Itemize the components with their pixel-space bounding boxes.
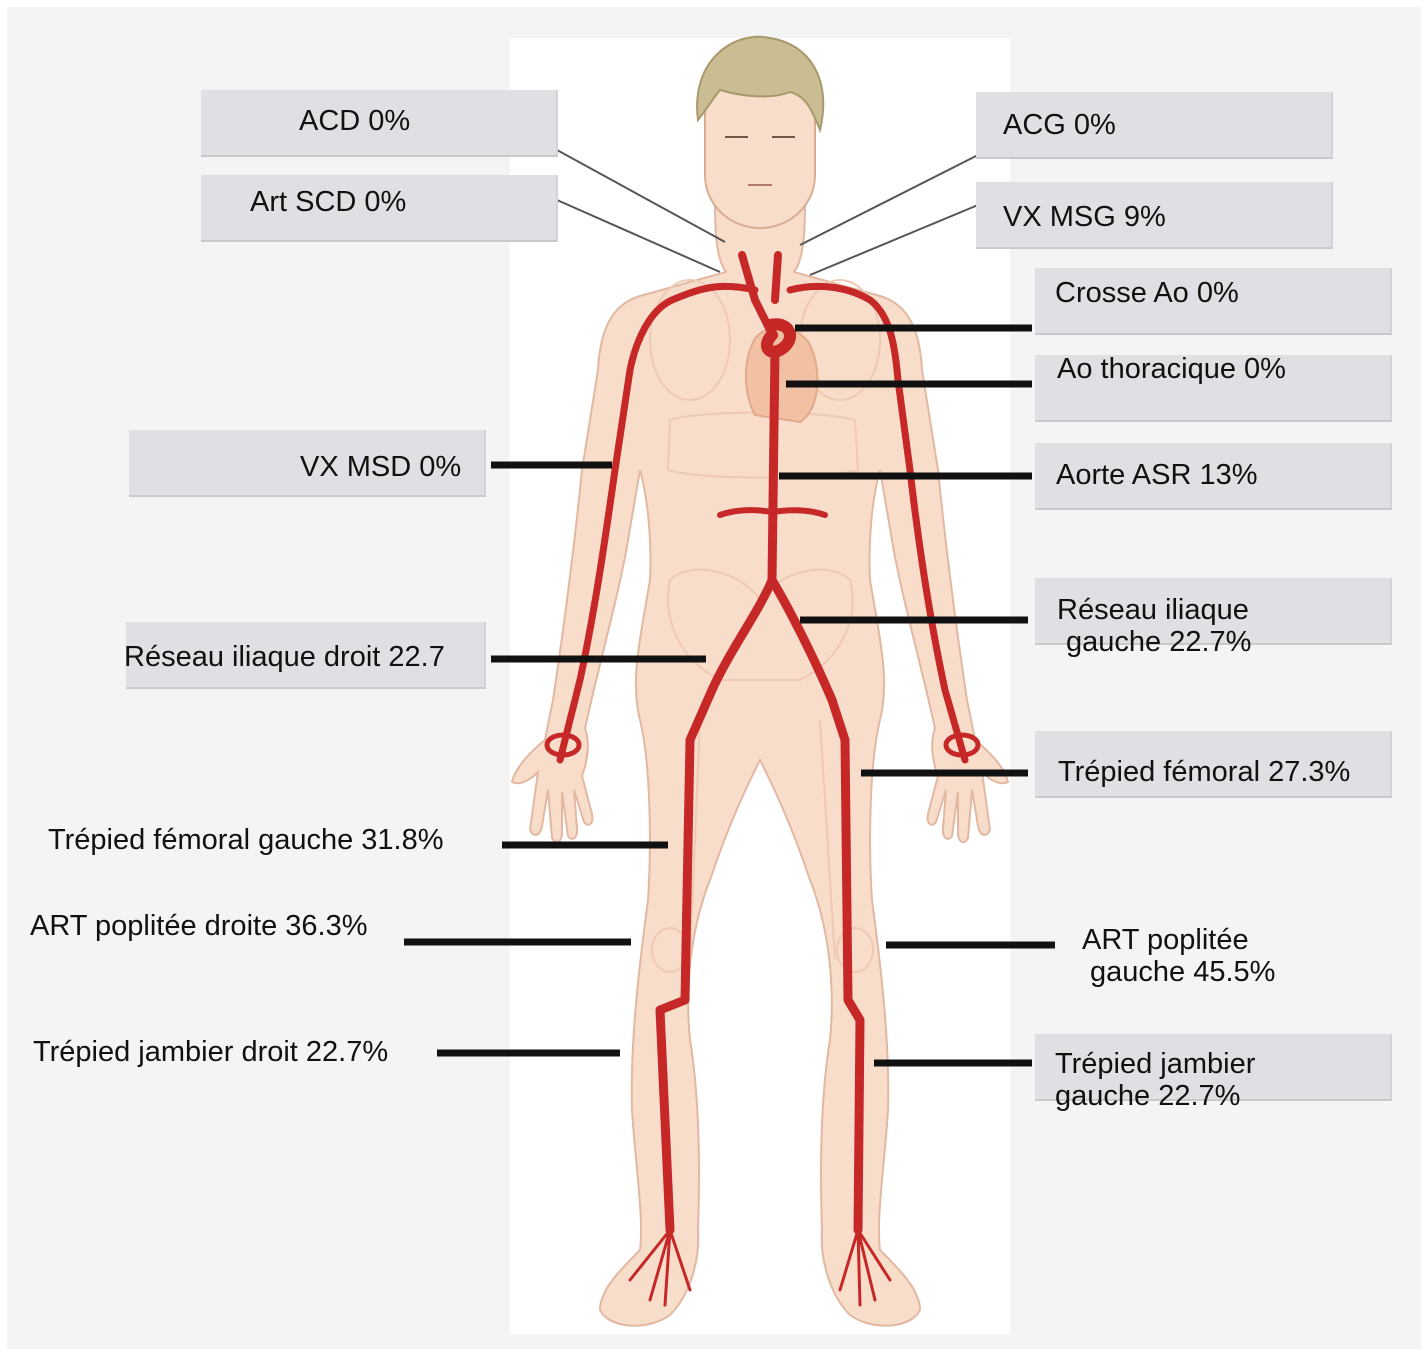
- label-trepied-jambier-gauche-line1: Trépied jambier: [1055, 1048, 1255, 1080]
- label-reseau-iliaque-droit: Réseau iliaque droit 22.7: [124, 641, 445, 673]
- label-art-poplitee-gauche-line1: ART poplitée: [1082, 924, 1249, 956]
- leader-vx-msg: [810, 205, 978, 275]
- label-trepied-jambier-droit: Trépied jambier droit 22.7%: [33, 1036, 388, 1068]
- label-vx-msg: VX MSG 9%: [1003, 201, 1166, 233]
- label-acg: ACG 0%: [1003, 109, 1116, 141]
- label-trepied-femoral: Trépied fémoral 27.3%: [1058, 756, 1350, 788]
- label-crosse-ao: Crosse Ao 0%: [1055, 277, 1239, 309]
- head: [697, 37, 823, 228]
- label-acd: ACD 0%: [299, 105, 410, 137]
- leader-acg: [800, 155, 978, 245]
- label-aorte-asr: Aorte ASR 13%: [1056, 459, 1258, 491]
- label-trepied-femoral-gauche: Trépied fémoral gauche 31.8%: [48, 824, 444, 856]
- label-vx-msd: VX MSD 0%: [300, 451, 461, 483]
- label-ao-thoracique: Ao thoracique 0%: [1057, 353, 1286, 385]
- label-art-poplitee-gauche-line2: gauche 45.5%: [1090, 956, 1275, 988]
- label-trepied-jambier-gauche-line2: gauche 22.7%: [1055, 1080, 1240, 1112]
- leader-acd: [557, 150, 725, 242]
- label-reseau-iliaque-gauche-line1: Réseau iliaque: [1057, 594, 1249, 626]
- label-art-scd: Art SCD 0%: [250, 186, 406, 218]
- leader-art-scd: [557, 200, 720, 272]
- label-reseau-iliaque-gauche-line2: gauche 22.7%: [1066, 626, 1251, 658]
- label-art-poplitee-droite: ART poplitée droite 36.3%: [30, 910, 367, 942]
